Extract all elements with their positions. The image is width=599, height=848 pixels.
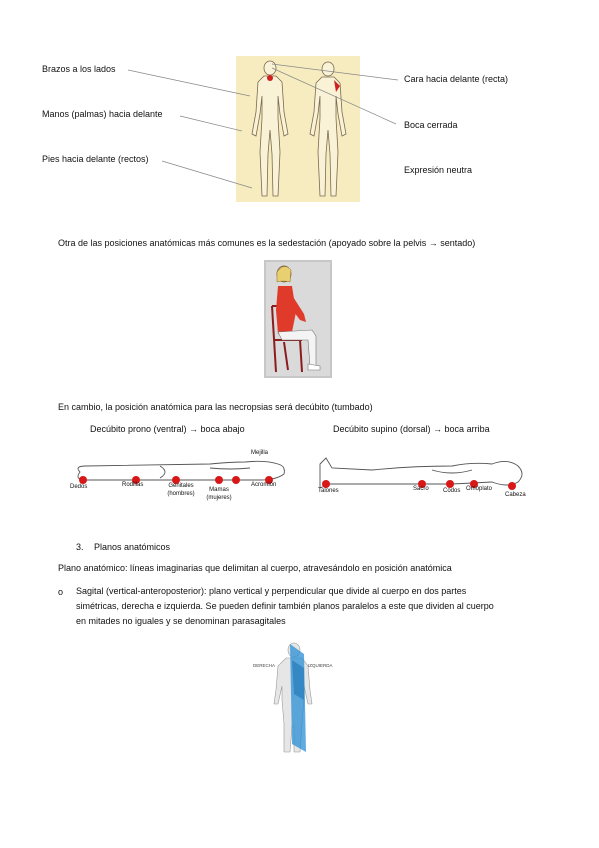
supino-title: Decúbito supino (dorsal) → boca arriba [333, 424, 490, 434]
point-omoplato [470, 480, 478, 488]
label-expresion: Expresión neutra [404, 165, 473, 175]
label-genitales: Genitales (hombres) [167, 483, 195, 497]
sedestacion-image [264, 260, 332, 378]
label-boca: Boca cerrada [404, 120, 458, 130]
label-mejilla: Mejilla [251, 450, 269, 456]
front-figure-red-marker [267, 75, 273, 81]
label-pies: Pies hacia delante (rectos) [42, 154, 149, 164]
label-mamas: Mamas (mujeres) [206, 487, 232, 501]
section-number: 3. [76, 542, 84, 552]
label-codos: Codos [443, 488, 461, 494]
anatomical-position-image [236, 56, 360, 202]
label-brazos: Brazos a los lados [42, 64, 116, 74]
plano-definition: Plano anatómico: líneas imaginarias que … [58, 563, 452, 573]
label-talones: Talones [318, 488, 339, 494]
point-dedos [79, 476, 87, 484]
sagittal-plane-figure [273, 642, 313, 753]
point-acromion [232, 476, 240, 484]
prono-title: Decúbito prono (ventral) → boca abajo [90, 424, 245, 434]
point-talones [322, 480, 330, 488]
supino-points [322, 480, 516, 490]
prono-points [79, 476, 273, 484]
sagital-line-1: Sagital (vertical-anteroposterior): plan… [76, 586, 467, 596]
sedestacion-text: Otra de las posiciones anatómicas más co… [58, 238, 476, 248]
label-derecha: DERECHA [253, 663, 276, 668]
point-codos [446, 480, 454, 488]
decubito-supino-figure [319, 457, 523, 489]
label-cabeza: Cabeza [505, 492, 526, 498]
point-sacro [418, 480, 426, 488]
point-rodillas [132, 476, 140, 484]
point-mamas [215, 476, 223, 484]
label-dedos: Dedos [70, 484, 88, 490]
section-title: Planos anatómicos [94, 542, 171, 552]
sagital-line-3: en mitades no iguales y se denominan par… [76, 616, 286, 626]
sagital-line-2: simétricas, derecha e izquierda. Se pued… [76, 601, 494, 611]
sagital-paragraph: Sagital (vertical-anteroposterior): plan… [76, 584, 494, 629]
leader-lines [127, 63, 399, 189]
decubito-prono-figure [77, 460, 285, 481]
point-mejilla [265, 476, 273, 484]
sagital-bullet: o [58, 587, 64, 597]
label-sacro: Sacro [413, 486, 429, 492]
label-omoplato: Omóplato [466, 486, 493, 492]
label-manos: Manos (palmas) hacia delante [42, 109, 163, 119]
label-cara: Cara hacia delante (recta) [404, 74, 509, 84]
label-rodillas: Rodillas [122, 482, 144, 488]
point-genitales [172, 476, 180, 484]
label-izquierda: IZQUIERDA [308, 663, 333, 668]
label-acromion: Acromión [251, 482, 277, 488]
necropsia-text: En cambio, la posición anatómica para la… [58, 402, 373, 412]
point-cabeza [508, 482, 516, 490]
